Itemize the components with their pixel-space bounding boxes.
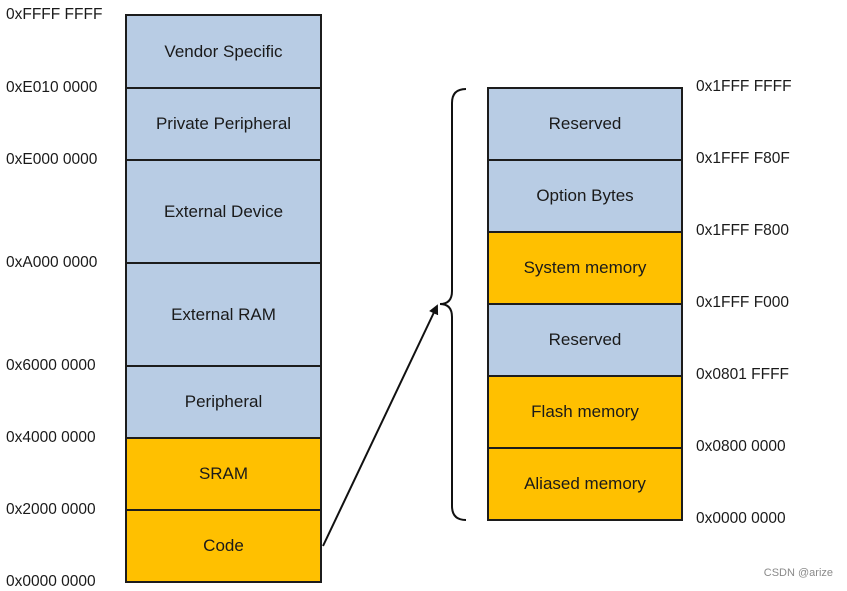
region-vendor-specific: Vendor Specific: [125, 14, 322, 89]
right-address-label: 0x0000 0000: [696, 510, 786, 527]
left-address-label: 0x6000 0000: [6, 357, 96, 374]
left-address-label: 0xA000 0000: [6, 254, 98, 271]
left-address-label: 0x4000 0000: [6, 429, 96, 446]
region-external-device: External Device: [125, 159, 322, 264]
left-address-label: 0xE010 0000: [6, 79, 98, 96]
region-external-ram: External RAM: [125, 262, 322, 367]
full-memory-map: Vendor Specific Private Peripheral Exter…: [125, 14, 322, 583]
region-code: Code: [125, 509, 322, 583]
region-option-bytes: Option Bytes: [487, 159, 683, 233]
right-address-label: 0x0800 0000: [696, 438, 786, 455]
code-region-detail-map: Reserved Option Bytes System memory Rese…: [487, 87, 683, 521]
watermark: CSDN @arize: [763, 567, 833, 579]
right-address-label: 0x1FFF F80F: [696, 150, 790, 167]
region-flash-memory: Flash memory: [487, 375, 683, 449]
left-address-label: 0x0000 0000: [6, 573, 96, 590]
right-address-label: 0x1FFF F000: [696, 294, 790, 311]
region-sram: SRAM: [125, 437, 322, 511]
expansion-brace: [439, 88, 467, 521]
region-reserved-top: Reserved: [487, 87, 683, 161]
right-address-label: 0x0801 FFFF: [696, 366, 790, 383]
region-reserved-middle: Reserved: [487, 303, 683, 377]
right-address-label: 0x1FFF FFFF: [696, 78, 792, 95]
region-system-memory: System memory: [487, 231, 683, 305]
region-aliased-memory: Aliased memory: [487, 447, 683, 521]
expansion-arrow: [322, 304, 439, 547]
right-address-label: 0x1FFF F800: [696, 222, 790, 239]
left-address-label: 0xE000 0000: [6, 151, 98, 168]
left-address-label: 0xFFFF FFFF: [6, 6, 103, 23]
left-address-label: 0x2000 0000: [6, 501, 96, 518]
